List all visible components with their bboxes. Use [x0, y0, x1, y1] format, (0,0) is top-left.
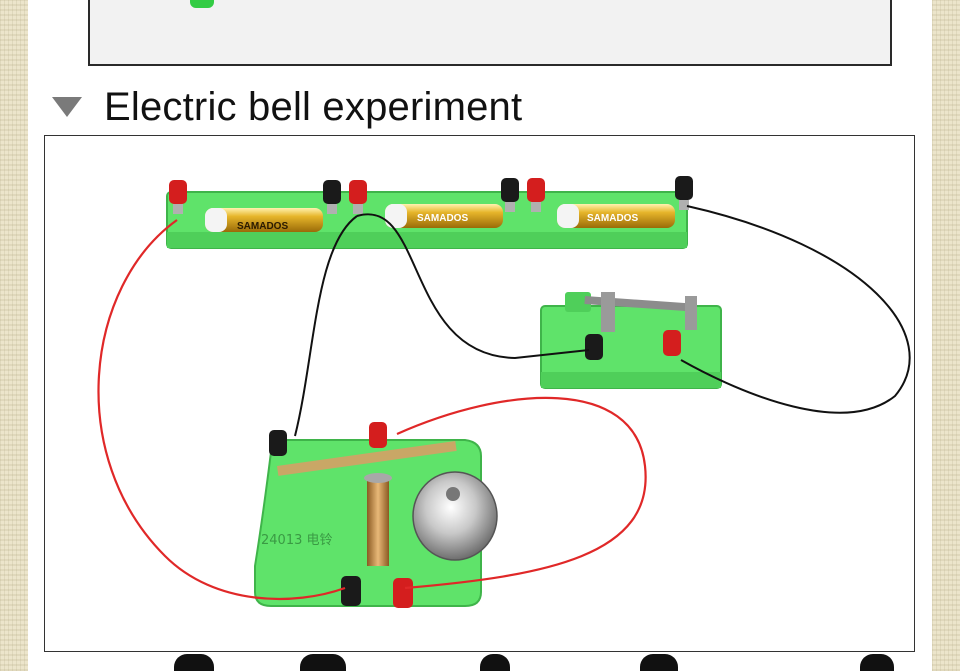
battery-label-1: SAMADOS — [237, 221, 288, 232]
black-wire-to-switch — [680, 205, 911, 414]
red-wire-left — [97, 219, 346, 601]
page-edge-right — [932, 0, 960, 671]
knife-switch — [540, 292, 722, 389]
green-clip-fragment — [190, 0, 214, 8]
switch-terminal-black — [585, 334, 603, 360]
switch-terminal-red — [663, 330, 681, 356]
red-wire-right — [396, 396, 647, 590]
battery-3 — [557, 204, 675, 228]
bell-terminal-black-top — [269, 430, 287, 456]
battery-terminal-red-3 — [527, 178, 545, 212]
black-wire-to-bell — [294, 213, 590, 437]
battery-label-3: SAMADOS — [587, 213, 638, 224]
battery-terminal-red-2 — [349, 180, 367, 214]
bell-label: 24013 电铃 — [261, 533, 333, 548]
triangle-down-icon — [52, 97, 82, 117]
electric-bell: 24013 电铃 — [254, 422, 498, 608]
experiment-photo: SAMADOS SAMADOS SAMADOS — [44, 135, 915, 652]
battery-holder: SAMADOS SAMADOS SAMADOS — [166, 176, 693, 249]
section-heading: Electric bell experiment — [52, 84, 522, 130]
battery-label-2: SAMADOS — [417, 213, 468, 224]
page-edge-left — [0, 0, 28, 671]
next-section-heading-clipped — [40, 652, 920, 671]
battery-terminal-red-1 — [169, 180, 187, 214]
previous-photo-frame — [88, 0, 892, 66]
section-title: Electric bell experiment — [104, 84, 523, 129]
battery-terminal-black-2 — [501, 178, 519, 212]
bell-terminal-red-bottom — [393, 578, 413, 608]
battery-terminal-black-1 — [323, 180, 341, 214]
battery-2 — [385, 204, 503, 228]
bell-terminal-black-bottom — [341, 576, 361, 606]
bell-terminal-red-top — [369, 422, 387, 448]
battery-1 — [205, 208, 323, 232]
battery-terminal-black-3 — [675, 176, 693, 210]
